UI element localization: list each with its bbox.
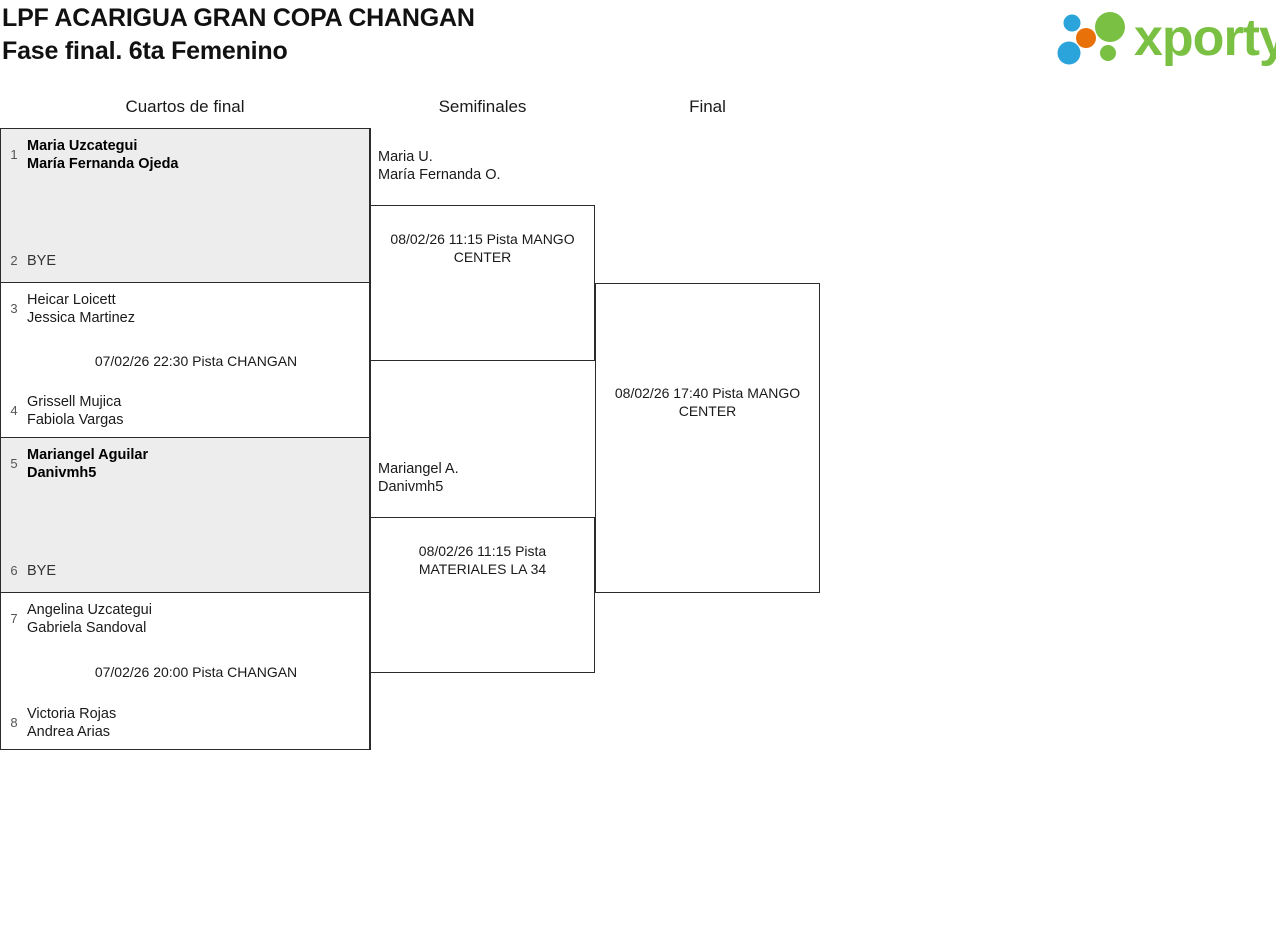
qf4-match-info: 07/02/26 20:00 Pista CHANGAN bbox=[94, 664, 298, 680]
sf2-qualifier-player-2: Danivmh5 bbox=[378, 479, 444, 495]
sf1-qualifier: Maria U. María Fernanda O. bbox=[378, 148, 501, 184]
qf3-bottom-seed: 6 bbox=[10, 563, 18, 578]
qf4-top-player-2: Gabriela Sandoval bbox=[27, 620, 147, 636]
qf4-top-player-1: Angelina Uzcategui bbox=[27, 602, 152, 618]
qf3-top-player-2: Danivmh5 bbox=[27, 465, 97, 481]
match-qf4[interactable]: 7 Angelina Uzcategui Gabriela Sandoval 0… bbox=[0, 593, 370, 750]
qf3-bottom-team: BYE bbox=[27, 563, 57, 579]
xporty-logo[interactable]: xporty bbox=[1048, 6, 1276, 68]
qf2-slot-bottom[interactable]: 4 Grissell Mujica Fabiola Vargas bbox=[1, 393, 369, 429]
title-line-2: Fase final. 6ta Femenino bbox=[2, 37, 288, 65]
connector-qf2-to-sf1 bbox=[370, 361, 371, 517]
qf1-slot-top[interactable]: 1 Maria Uzcategui María Fernanda Ojeda bbox=[1, 137, 369, 173]
qf1-bottom-team: BYE bbox=[27, 253, 57, 269]
qf4-top-seed: 7 bbox=[10, 611, 18, 626]
round-header-semifinals: Semifinales bbox=[438, 97, 527, 116]
logo-dot-blue-small bbox=[1063, 14, 1081, 32]
sf1-qualifier-player-1: Maria U. bbox=[378, 149, 433, 165]
logo-dot-orange bbox=[1076, 28, 1096, 48]
match-final[interactable]: 08/02/26 17:40 Pista MANGO CENTER bbox=[595, 283, 820, 593]
round-headers: Cuartos de final Semifinales Final bbox=[0, 94, 1280, 122]
logo-wordmark: xporty bbox=[1134, 9, 1276, 67]
match-qf3[interactable]: 5 Mariangel Aguilar Danivmh5 6 BYE bbox=[0, 438, 370, 593]
qf2-bottom-seed: 4 bbox=[10, 403, 18, 418]
logo-dot-blue-large bbox=[1057, 41, 1081, 65]
qf2-top-player-1: Heicar Loicett bbox=[27, 292, 116, 308]
qf2-top-player-2: Jessica Martinez bbox=[27, 310, 135, 326]
qf2-match-info: 07/02/26 22:30 Pista CHANGAN bbox=[94, 353, 298, 369]
sf2-match-info: 08/02/26 11:15 Pista MATERIALES LA 34 bbox=[418, 543, 547, 577]
qf1-top-team: Maria Uzcategui María Fernanda Ojeda bbox=[27, 137, 369, 173]
qf4-bottom-seed: 8 bbox=[10, 715, 18, 730]
connector-qf1-to-sf1 bbox=[370, 128, 371, 206]
qf3-top-team: Mariangel Aguilar Danivmh5 bbox=[27, 446, 369, 482]
match-qf1[interactable]: 1 Maria Uzcategui María Fernanda Ojeda 2… bbox=[0, 128, 370, 283]
round-header-quarterfinals: Cuartos de final bbox=[125, 97, 245, 116]
qf4-top-team: Angelina Uzcategui Gabriela Sandoval bbox=[27, 601, 369, 637]
page-header: LPF ACARIGUA GRAN COPA CHANGAN Fase fina… bbox=[0, 0, 1280, 80]
qf4-bottom-player-2: Andrea Arias bbox=[27, 724, 111, 740]
qf1-top-seed: 1 bbox=[10, 147, 18, 162]
qf1-slot-bottom[interactable]: 2 BYE bbox=[1, 252, 369, 270]
sf1-qualifier-player-2: María Fernanda O. bbox=[378, 167, 501, 183]
qf2-bottom-team: Grissell Mujica Fabiola Vargas bbox=[27, 393, 369, 429]
qf3-top-player-1: Mariangel Aguilar bbox=[27, 447, 149, 463]
qf1-top-player-1: Maria Uzcategui bbox=[27, 138, 138, 154]
logo-dot-green-big bbox=[1095, 12, 1125, 42]
final-match-info: 08/02/26 17:40 Pista MANGO CENTER bbox=[614, 385, 801, 419]
match-qf2[interactable]: 3 Heicar Loicett Jessica Martinez 07/02/… bbox=[0, 283, 370, 438]
sf2-qualifier: Mariangel A. Danivmh5 bbox=[378, 460, 459, 496]
round-header-final: Final bbox=[689, 97, 726, 116]
qf3-slot-top[interactable]: 5 Mariangel Aguilar Danivmh5 bbox=[1, 446, 369, 482]
match-sf1[interactable]: 08/02/26 11:15 Pista MANGO CENTER bbox=[370, 205, 595, 361]
qf2-slot-top[interactable]: 3 Heicar Loicett Jessica Martinez bbox=[1, 291, 369, 327]
qf4-slot-bottom[interactable]: 8 Victoria Rojas Andrea Arias bbox=[1, 705, 369, 741]
qf4-slot-top[interactable]: 7 Angelina Uzcategui Gabriela Sandoval bbox=[1, 601, 369, 637]
qf1-top-player-2: María Fernanda Ojeda bbox=[27, 156, 179, 172]
qf4-bottom-team: Victoria Rojas Andrea Arias bbox=[27, 705, 369, 741]
sf1-match-info: 08/02/26 11:15 Pista MANGO CENTER bbox=[390, 231, 575, 265]
qf2-bottom-player-1: Grissell Mujica bbox=[27, 394, 122, 410]
qf4-bottom-player-1: Victoria Rojas bbox=[27, 706, 117, 722]
title-line-1: LPF ACARIGUA GRAN COPA CHANGAN bbox=[2, 4, 475, 32]
qf3-slot-bottom[interactable]: 6 BYE bbox=[1, 562, 369, 580]
bracket-tree: 1 Maria Uzcategui María Fernanda Ojeda 2… bbox=[0, 128, 1280, 768]
connector-qf4-to-sf2 bbox=[370, 673, 371, 750]
sf2-qualifier-player-1: Mariangel A. bbox=[378, 461, 459, 477]
match-sf2[interactable]: 08/02/26 11:15 Pista MATERIALES LA 34 bbox=[370, 517, 595, 673]
qf2-top-seed: 3 bbox=[10, 301, 18, 316]
logo-dot-green-small bbox=[1100, 45, 1116, 61]
tournament-title: LPF ACARIGUA GRAN COPA CHANGAN Fase fina… bbox=[2, 2, 902, 68]
qf1-bottom-seed: 2 bbox=[10, 253, 18, 268]
qf2-top-team: Heicar Loicett Jessica Martinez bbox=[27, 291, 369, 327]
qf3-top-seed: 5 bbox=[10, 456, 18, 471]
qf2-bottom-player-2: Fabiola Vargas bbox=[27, 412, 124, 428]
